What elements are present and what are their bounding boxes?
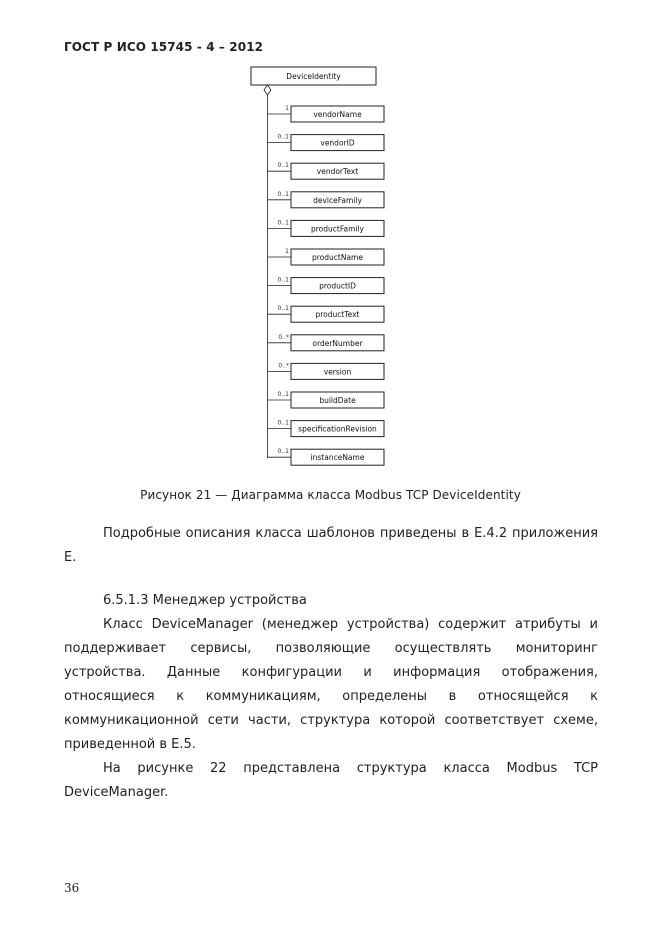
- multiplicity-label: 0..1: [278, 277, 290, 284]
- multiplicity-label: 0..1: [278, 134, 290, 141]
- multiplicity-label: 1: [285, 248, 289, 255]
- paragraph-template-reference: Подробные описания класса шаблонов приве…: [64, 526, 598, 565]
- attribute-class-box: [290, 448, 385, 466]
- attribute-class-label: productID: [319, 282, 356, 291]
- root-class-label: DeviceIdentity: [286, 72, 341, 81]
- root-class-box: [250, 66, 377, 86]
- attribute-class-box: [290, 191, 385, 209]
- attribute-class-label: orderNumber: [312, 339, 363, 348]
- attribute-class-label: vendorName: [313, 110, 362, 119]
- attribute-class-label: version: [324, 367, 352, 376]
- attribute-class-box: [290, 105, 385, 123]
- attribute-class-box: [290, 362, 385, 380]
- attribute-class-label: productFamily: [311, 224, 365, 233]
- multiplicity-label: 0..1: [278, 191, 290, 198]
- attribute-class-label: productText: [315, 310, 359, 319]
- multiplicity-label: 0..1: [278, 219, 290, 226]
- section-heading-device-manager: 6.5.1.3 Менеджер устройства: [103, 593, 307, 608]
- aggregation-diamond-icon: [263, 84, 272, 96]
- paragraph-figure-reference: На рисунке 22 представлена структура кла…: [64, 761, 598, 800]
- page-number: 36: [64, 881, 80, 895]
- attribute-class-label: vendorID: [320, 139, 354, 148]
- attribute-class-label: instanceName: [311, 453, 365, 462]
- figure-caption: Рисунок 21 — Диаграмма класса Modbus TCP…: [140, 488, 521, 502]
- multiplicity-label: 0..1: [278, 391, 290, 398]
- attribute-class-label: deviceFamily: [313, 196, 362, 205]
- attribute-class-box: [290, 277, 385, 295]
- attribute-class-box: [290, 134, 385, 152]
- attribute-class-label: vendorText: [317, 167, 358, 176]
- document-header: ГОСТ Р ИСО 15745 - 4 – 2012: [64, 40, 264, 54]
- multiplicity-label: 0..1: [278, 448, 290, 455]
- multiplicity-label: 0..*: [278, 334, 289, 341]
- multiplicity-label: 0..*: [278, 362, 289, 369]
- multiplicity-label: 0..1: [278, 162, 290, 169]
- body-text-block-1: Подробные описания класса шаблонов приве…: [64, 522, 598, 570]
- attribute-class-box: [290, 420, 385, 438]
- attribute-class-label: productName: [312, 253, 363, 262]
- attribute-class-label: buildDate: [319, 396, 356, 405]
- multiplicity-label: 0..1: [278, 420, 290, 427]
- attribute-class-list: 1 vendorName 0..1 vendorID 0..1 vendorText 0..…: [267, 105, 385, 466]
- multiplicity-label: 1: [285, 105, 289, 112]
- multiplicity-label: 0..1: [278, 305, 290, 312]
- body-text-block-2: 6.5.1.3 Менеджер устройства Класс Device…: [64, 589, 598, 805]
- attribute-class-box: [290, 334, 385, 352]
- attribute-class-box: [290, 305, 385, 323]
- attribute-class-box: [290, 162, 385, 180]
- paragraph-device-manager: Класс DeviceManager (менеджер устройства…: [64, 617, 598, 752]
- uml-class-diagram: DeviceIdentity 1 vendorName 0..1 vendorID 0.…: [250, 66, 385, 466]
- attribute-class-box: [290, 391, 385, 409]
- attribute-class-label: specificationRevision: [298, 425, 377, 434]
- attribute-class-box: [290, 219, 385, 237]
- attribute-class-box: [290, 248, 385, 266]
